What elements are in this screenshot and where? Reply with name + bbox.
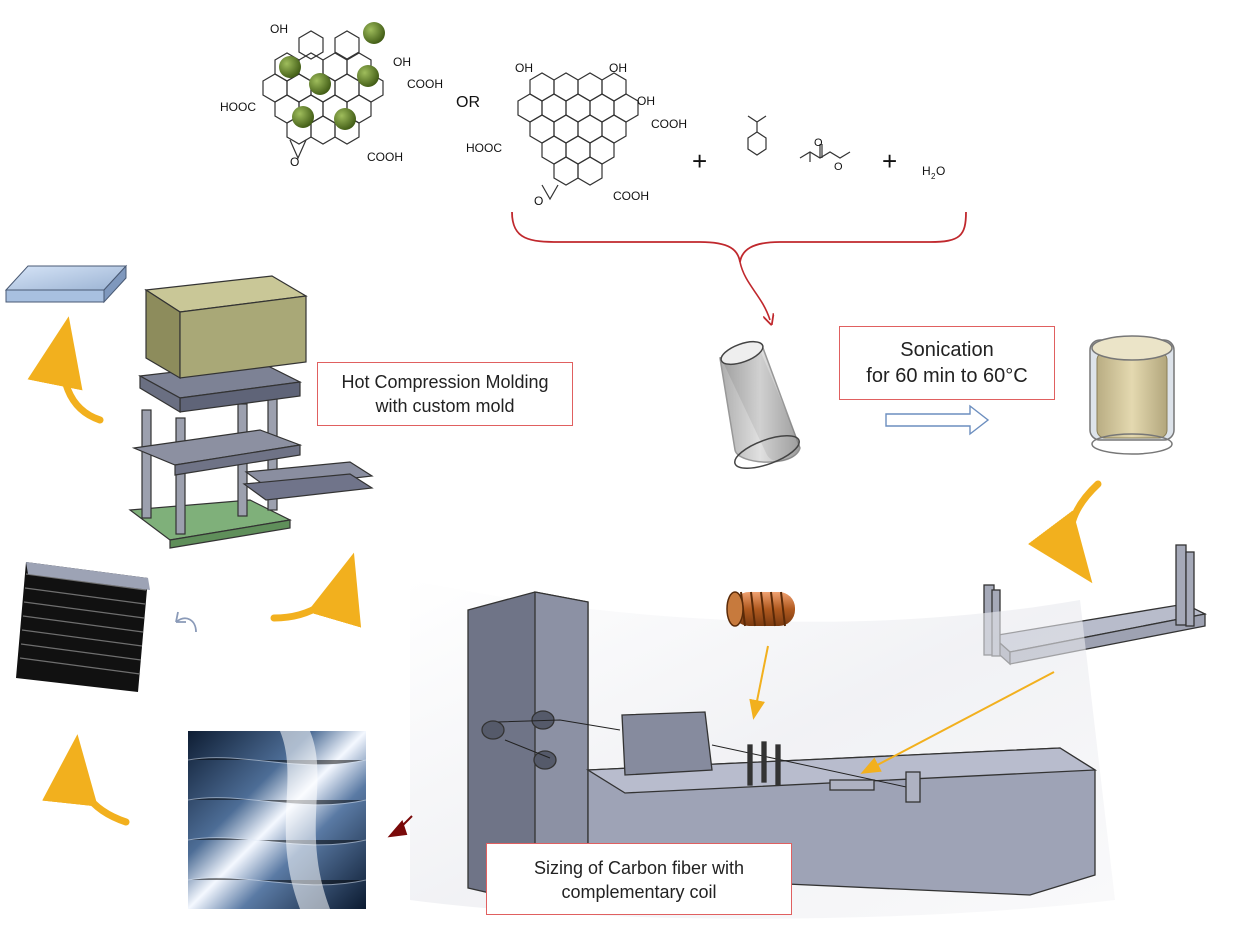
output-arrow — [387, 815, 413, 838]
sonication-line2: for 60 min to 60°C — [866, 365, 1028, 387]
hot-compression-line2: with custom mold — [375, 396, 515, 416]
cooh-label: COOH — [407, 77, 443, 91]
flow-arrow-up-right — [270, 552, 362, 628]
composite-plate — [4, 264, 128, 304]
oh-label: OH — [609, 61, 627, 75]
flow-arrow-to-plate — [27, 316, 104, 424]
reagent-bracket — [511, 211, 967, 263]
or-label: OR — [456, 94, 480, 111]
hot-press — [128, 275, 374, 549]
svg-text:H: H — [922, 164, 931, 178]
induction-coil — [726, 591, 795, 627]
carbon-fiber-mat — [16, 562, 150, 692]
flow-arrow-up-left — [42, 734, 130, 826]
methyl-methacrylate-molecule — [799, 144, 851, 162]
cooh-label: COOH — [367, 150, 403, 164]
bath-pointer — [860, 671, 1055, 774]
plus-sign: + — [882, 146, 897, 176]
cooh-label: COOH — [613, 189, 649, 203]
oh-label: OH — [637, 94, 655, 108]
styrene-molecule — [747, 115, 767, 156]
water-label: H 2 O — [922, 164, 945, 181]
carbonyl-o-label: O — [814, 137, 823, 149]
ester-o-label: O — [834, 161, 843, 173]
hooc-label: HOOC — [220, 100, 256, 114]
sizing-label: Sizing of Carbon fiber with complementar… — [486, 843, 792, 915]
oh-label: OH — [515, 61, 533, 75]
stack-arrow — [175, 611, 197, 633]
hooc-label: HOOC — [466, 141, 502, 155]
flow-arrow-down — [1028, 480, 1102, 584]
hot-compression-molding-label: Hot Compression Molding with custom mold — [317, 362, 573, 426]
carbon-fiber-photo — [187, 731, 367, 909]
sizing-line1: Sizing of Carbon fiber with — [533, 858, 745, 878]
bracket-arrow — [739, 261, 770, 320]
epoxide-o-label: O — [534, 194, 543, 208]
epoxide-o-label: O — [290, 155, 299, 169]
coil-pointer — [749, 645, 769, 720]
graphene-oxide-with-nanoparticles: OH OH COOH HOOC COOH O — [220, 22, 443, 169]
svg-text:2: 2 — [931, 172, 936, 181]
oh-label: OH — [393, 55, 411, 69]
sizing-line2: complementary coil — [561, 882, 717, 902]
empty-vessel — [719, 340, 801, 469]
hot-compression-line1: Hot Compression Molding — [341, 372, 549, 392]
sonication-arrow — [885, 404, 990, 436]
plus-sign: + — [692, 146, 707, 176]
sonication-label: Sonication for 60 min to 60°C — [839, 326, 1055, 400]
oh-label: OH — [270, 22, 288, 36]
sonicated-solution-beaker — [1089, 335, 1175, 455]
graphene-oxide: OH OH OH COOH HOOC COOH O — [466, 61, 687, 208]
svg-text:O: O — [936, 164, 945, 178]
cooh-label: COOH — [651, 117, 687, 131]
sonication-line1: Sonication — [900, 339, 994, 361]
